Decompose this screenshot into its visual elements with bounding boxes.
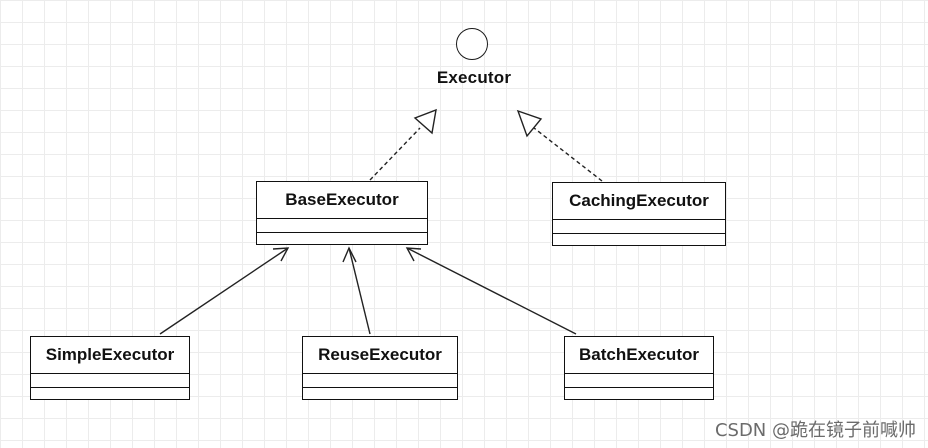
class-attributes-compartment	[257, 219, 427, 233]
class-box-base-executor: BaseExecutor	[256, 181, 428, 245]
association-arrowhead-reuse	[342, 246, 357, 263]
realization-line-caching	[533, 127, 603, 182]
association-arrowhead-simple	[272, 247, 290, 262]
class-operations-compartment	[31, 388, 189, 399]
class-attributes-compartment	[565, 374, 713, 388]
association-arrowhead-batch	[405, 247, 422, 262]
class-box-simple-executor: SimpleExecutor	[30, 336, 190, 400]
realization-line-base	[369, 127, 421, 181]
class-box-caching-executor: CachingExecutor	[552, 182, 726, 246]
realization-arrowhead-base	[413, 108, 437, 135]
class-operations-compartment	[257, 233, 427, 244]
interface-name: Executor	[436, 68, 512, 87]
class-operations-compartment	[303, 388, 457, 399]
class-name: BaseExecutor	[257, 182, 427, 219]
class-name: SimpleExecutor	[31, 337, 189, 374]
interface-lollipop-icon	[456, 28, 488, 60]
class-operations-compartment	[553, 234, 725, 245]
class-box-batch-executor: BatchExecutor	[564, 336, 714, 400]
class-attributes-compartment	[31, 374, 189, 388]
class-box-reuse-executor: ReuseExecutor	[302, 336, 458, 400]
class-name: ReuseExecutor	[303, 337, 457, 374]
class-name: CachingExecutor	[553, 183, 725, 220]
realization-arrowhead-caching	[516, 109, 543, 138]
class-name: BatchExecutor	[565, 337, 713, 374]
class-operations-compartment	[565, 388, 713, 399]
association-line-batch	[406, 247, 577, 335]
class-attributes-compartment	[553, 220, 725, 234]
watermark-text: CSDN @跪在镜子前喊帅	[714, 420, 916, 441]
class-attributes-compartment	[303, 374, 457, 388]
association-line-simple	[159, 247, 289, 335]
association-line-reuse	[348, 247, 371, 335]
